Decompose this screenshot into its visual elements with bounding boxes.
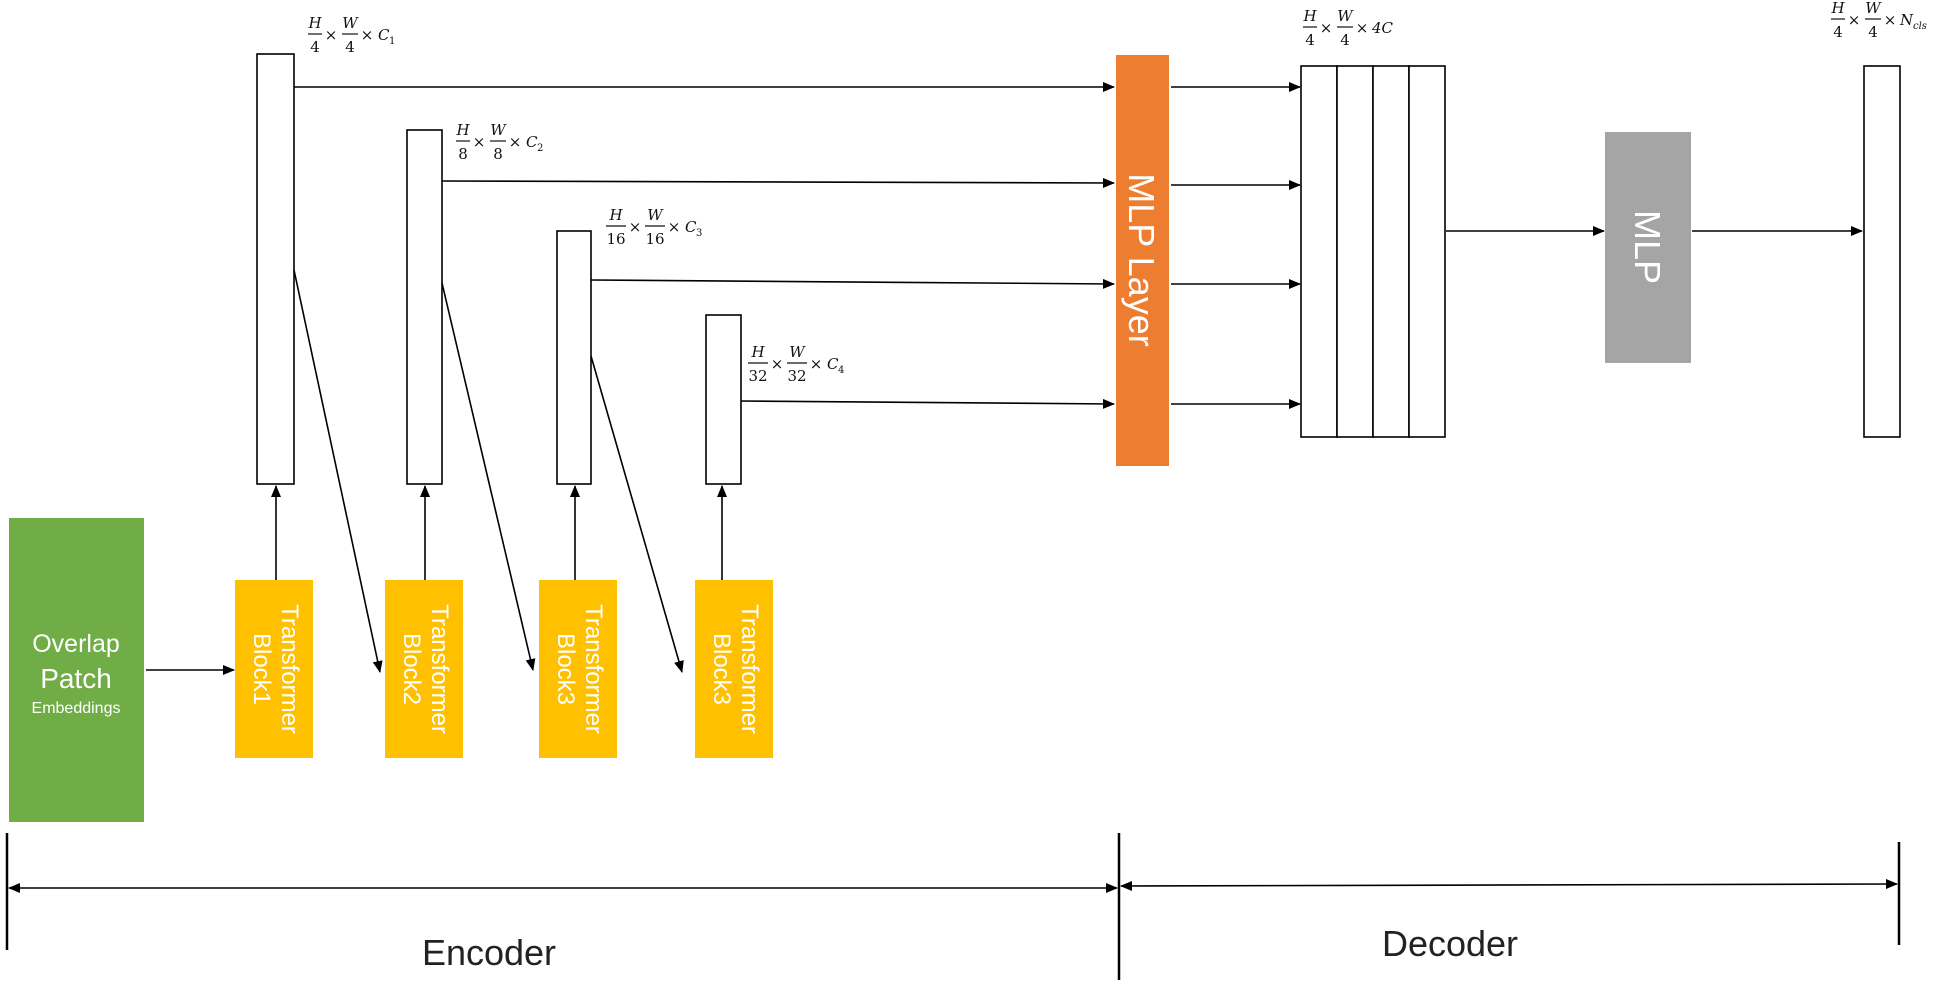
transformer-block-2-line2: Block2 — [398, 633, 425, 705]
dim-4-w-den: 32 — [787, 367, 806, 385]
transformer-block-3-box — [539, 580, 617, 758]
arrow-map1-to-block2 — [293, 269, 383, 673]
transformer-block-1-box — [235, 580, 313, 758]
transformer-block-3-line2: Block3 — [552, 633, 579, 705]
dim-output-times-a: × — [1848, 11, 1861, 29]
patch-embed-line1: Overlap — [32, 630, 120, 658]
concat-feature-stack — [1300, 65, 1446, 438]
dim-2-ch: C — [526, 133, 538, 151]
feature-map-3 — [556, 230, 592, 485]
dim-output-w: W — [1865, 0, 1882, 17]
dim-4-w: W — [789, 343, 806, 361]
transformer-block-3: Transformer Block3 — [539, 580, 617, 758]
decoder-label: Decoder — [1382, 923, 1518, 964]
output-map — [1863, 65, 1901, 438]
dim-concat-w-den: 4 — [1340, 31, 1350, 49]
dim-concat-h-den: 4 — [1305, 31, 1315, 49]
dim-3-sub: 3 — [696, 228, 702, 239]
mlp-box — [1605, 132, 1691, 363]
mlp-layer-label: MLP Layer — [1121, 173, 1162, 346]
dim-1-times-a: × — [325, 26, 338, 44]
transformer-block-1-line1: Transformer — [276, 604, 303, 734]
dim-1-h-den: 4 — [310, 38, 320, 56]
dim-1-w: W — [342, 14, 359, 32]
transformer-block-4: Transformer Block3 — [695, 580, 773, 758]
dim-2-times-a: × — [473, 133, 486, 151]
dim-concat-h: H — [1302, 7, 1317, 25]
dim-concat-times-b: × — [1356, 19, 1369, 37]
dim-1-times-b: × — [361, 26, 374, 44]
dim-output-h: H — [1830, 0, 1845, 17]
dim-output-h-den: 4 — [1833, 23, 1843, 41]
transformer-block-4-line2: Block3 — [708, 633, 735, 705]
dim-3-ch: C — [685, 218, 697, 236]
dim-2-sub: 2 — [537, 143, 543, 154]
dim-4-ch: C — [827, 355, 839, 373]
dim-output-ch: N — [1899, 11, 1914, 29]
feature-map-2 — [406, 129, 443, 485]
decoder-span-arrow — [1120, 879, 1898, 891]
transformer-block-2-line1: Transformer — [426, 604, 453, 734]
encoder-label: Encoder — [422, 932, 556, 973]
concat-feature-3 — [1372, 65, 1410, 438]
patch-embed-line3: Embeddings — [32, 700, 121, 717]
dim-2-times-b: × — [509, 133, 522, 151]
dim-2-w: W — [490, 121, 507, 139]
transformer-block-4-box — [695, 580, 773, 758]
arrow-map3-to-block4 — [590, 355, 684, 673]
dim-label-3: H 16 × W 16 × C 3 — [606, 206, 702, 248]
dim-4-times-b: × — [810, 355, 823, 373]
dim-4-times-a: × — [771, 355, 784, 373]
dim-1-w-den: 4 — [345, 38, 355, 56]
transformer-block-1-line2: Block1 — [248, 633, 275, 705]
dim-output-times-b: × — [1884, 11, 1897, 29]
dim-concat-ch: 4C — [1371, 19, 1394, 37]
concat-feature-2 — [1336, 65, 1374, 438]
arrow-map2-to-mlp-layer — [441, 177, 1115, 188]
dim-1-h: H — [307, 14, 322, 32]
dim-concat-times-a: × — [1320, 19, 1333, 37]
arrow-map2-to-block3 — [441, 282, 536, 671]
transformer-block-4-line1: Transformer — [736, 604, 763, 734]
dim-2-h-den: 8 — [458, 145, 468, 163]
dim-3-w-den: 16 — [645, 230, 664, 248]
dim-2-h: H — [455, 121, 470, 139]
dim-4-h-den: 32 — [748, 367, 767, 385]
feature-map-1 — [256, 53, 295, 485]
transformer-block-3-line1: Transformer — [580, 604, 607, 734]
transformer-block-2: Transformer Block2 — [385, 580, 463, 758]
dim-3-h: H — [608, 206, 623, 224]
mlp-label: MLP — [1627, 210, 1668, 284]
feature-map-4 — [705, 314, 742, 485]
dim-concat-w: W — [1337, 7, 1354, 25]
dim-2-w-den: 8 — [493, 145, 503, 163]
concat-feature-4 — [1408, 65, 1446, 438]
transformer-block-1: Transformer Block1 — [235, 580, 313, 758]
dim-3-h-den: 16 — [606, 230, 625, 248]
dim-1-sub: 1 — [389, 36, 395, 47]
concat-feature-1 — [1300, 65, 1338, 438]
dim-label-output: H 4 × W 4 × N cls — [1830, 0, 1926, 41]
arrow-map3-to-mlp-layer — [590, 278, 1115, 289]
mlp-layer-box — [1116, 55, 1169, 466]
arrow-map4-to-mlp-layer — [740, 398, 1115, 409]
dim-label-4: H 32 × W 32 × C 4 — [748, 343, 844, 385]
dim-label-concat: H 4 × W 4 × 4C — [1302, 7, 1393, 49]
dim-label-2: H 8 × W 8 × C 2 — [455, 121, 543, 163]
patch-embed-line2: Patch — [40, 663, 112, 694]
dim-4-sub: 4 — [838, 365, 844, 376]
transformer-block-2-box — [385, 580, 463, 758]
dim-label-1: H 4 × W 4 × C 1 — [307, 14, 395, 56]
dim-4-h: H — [750, 343, 765, 361]
dim-3-w: W — [647, 206, 664, 224]
dim-output-w-den: 4 — [1868, 23, 1878, 41]
dim-3-times-a: × — [629, 218, 642, 236]
dim-1-ch: C — [378, 26, 390, 44]
dim-3-times-b: × — [668, 218, 681, 236]
patch-embed-box — [9, 518, 144, 822]
dim-output-sub: cls — [1913, 21, 1927, 32]
